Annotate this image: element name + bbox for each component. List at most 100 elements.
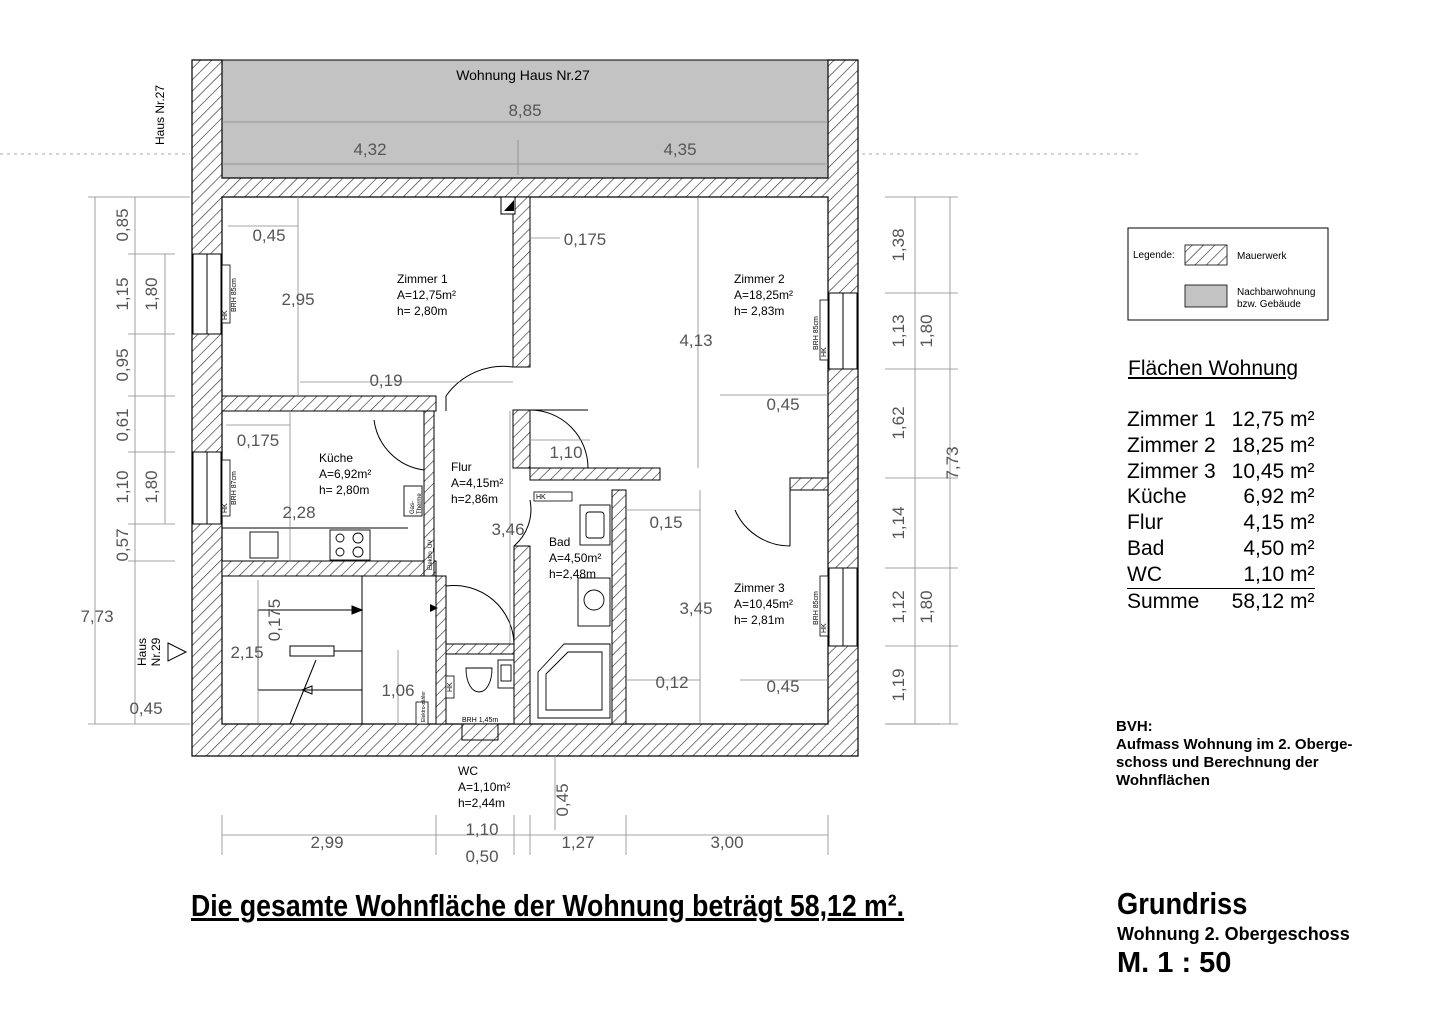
svg-text:BRH 85cm: BRH 85cm [813,316,820,350]
room-zimmer2: Zimmer 2 A=18,25m² h= 2,83m [734,272,793,318]
svg-text:7,73: 7,73 [80,607,113,626]
svg-text:h=2,44m: h=2,44m [458,796,505,810]
outer-walls [191,59,859,757]
house-29-marker: Haus Nr.29 [135,637,188,666]
svg-text:h= 2,81m: h= 2,81m [734,613,784,627]
svg-text:1,15: 1,15 [113,277,132,310]
room-wc: WC A=1,10m² h=2,44m [458,764,510,810]
svg-text:HK: HK [821,623,828,633]
svg-text:BRH 87cm: BRH 87cm [231,471,238,505]
drawing-subtitle: Wohnung 2. Obergeschoss [1117,924,1350,944]
svg-text:1,14: 1,14 [889,506,908,539]
legend-swatch-neighbor [1184,284,1228,308]
svg-text:0,45: 0,45 [129,699,162,718]
svg-text:1,80: 1,80 [142,277,161,310]
bvh-block: BVH: Aufmass Wohnung im 2. Oberge- schos… [1116,718,1396,790]
svg-text:0,19: 0,19 [369,371,402,390]
dimension-labels: 8,85 4,32 4,35 7,73 0,45 0,85 1,15 0,95 … [80,101,962,866]
wc-window-brh: BRH 1,45m [462,717,498,724]
radiator-bad [533,491,573,502]
svg-text:0,45: 0,45 [766,677,799,696]
svg-text:0,175: 0,175 [237,431,280,450]
svg-text:Zimmer 2: Zimmer 2 [734,272,785,286]
svg-text:1,06: 1,06 [381,681,414,700]
legend-swatch-mauerwerk [1184,244,1228,266]
svg-text:A=18,25m²: A=18,25m² [734,288,793,302]
room-bad: Bad A=4,50m² h=2,48m [549,535,601,581]
neighbor-apartment [221,59,829,179]
svg-text:Nr.29: Nr.29 [149,637,163,666]
doors [373,365,791,645]
triangle-marker-icon [167,642,188,662]
svg-text:3,46: 3,46 [491,520,524,539]
svg-text:0,45: 0,45 [553,783,572,816]
svg-text:1,80: 1,80 [917,590,936,623]
svg-text:0,85: 0,85 [113,208,132,241]
neighbor-label: Wohnung Haus Nr.27 [456,67,590,83]
svg-text:2,28: 2,28 [282,503,315,522]
svg-text:Mauerwerk: Mauerwerk [1237,251,1287,262]
svg-text:HK: HK [447,682,454,692]
kitchen-counter [222,485,423,561]
svg-text:A=6,92m²: A=6,92m² [319,467,371,481]
svg-text:3,00: 3,00 [710,833,743,852]
svg-text:1,10: 1,10 [549,443,582,462]
svg-text:1,80: 1,80 [917,314,936,347]
svg-text:0,61: 0,61 [113,408,132,441]
svg-text:0,175: 0,175 [564,230,607,249]
room-labels: Zimmer 1 A=12,75m² h= 2,80m Zimmer 2 A=1… [319,272,793,810]
radiator-zimmer3 [819,575,829,637]
svg-text:HK: HK [222,310,229,320]
radiator-kueche [221,459,231,517]
drawing-scale: M. 1 : 50 [1117,947,1232,979]
house-27-label: Haus Nr.27 [153,85,167,145]
summary-title: Flächen Wohnung [1128,357,1299,380]
svg-text:0,12: 0,12 [655,673,688,692]
svg-text:h=2,86m: h=2,86m [451,492,498,506]
room-zimmer3: Zimmer 3 A=10,45m² h= 2,81m [734,581,793,627]
svg-text:7,73: 7,73 [943,446,962,479]
legend: Legende: Mauerwerk Nachbarwohnung bzw. G… [1127,227,1329,321]
svg-text:A=4,50m²: A=4,50m² [549,551,601,565]
interior-walls [221,196,829,741]
svg-text:Zimmer 1: Zimmer 1 [397,272,448,286]
svg-text:0,45: 0,45 [766,395,799,414]
radiator-zimmer1 [221,264,231,324]
bvh-line: Wohnflächen [1116,772,1210,789]
svg-text:HK: HK [536,494,546,501]
bvh-line: Aufmass Wohnung im 2. Oberge- [1116,736,1353,753]
windows [192,253,858,647]
svg-text:4,35: 4,35 [663,140,696,159]
svg-text:A=12,75m²: A=12,75m² [397,288,456,302]
svg-text:1,13: 1,13 [889,314,908,347]
svg-text:h= 2,80m: h= 2,80m [397,304,447,318]
svg-text:Flur: Flur [451,460,472,474]
svg-text:Zimmer 3: Zimmer 3 [734,581,785,595]
svg-text:Legende:: Legende: [1133,250,1175,261]
svg-text:h=2,48m: h=2,48m [549,567,596,581]
svg-text:1,10: 1,10 [465,820,498,839]
svg-text:2,95: 2,95 [281,290,314,309]
svg-text:1,38: 1,38 [889,228,908,261]
bath-fixtures [465,504,611,719]
svg-text:1,27: 1,27 [561,833,594,852]
radiators: HK BRH 85cm HK BRH 87cm HK BRH 85cm HK B… [221,264,829,724]
svg-text:2,15: 2,15 [230,643,263,662]
svg-text:0,95: 0,95 [113,348,132,381]
svg-text:1,80: 1,80 [142,470,161,503]
svg-text:0,50: 0,50 [465,847,498,866]
svg-text:1,62: 1,62 [889,406,908,439]
svg-text:1,10: 1,10 [113,470,132,503]
svg-text:4,13: 4,13 [679,331,712,350]
svg-text:h= 2,83m: h= 2,83m [734,304,784,318]
room-flur: Flur A=4,15m² h=2,86m [451,460,503,506]
